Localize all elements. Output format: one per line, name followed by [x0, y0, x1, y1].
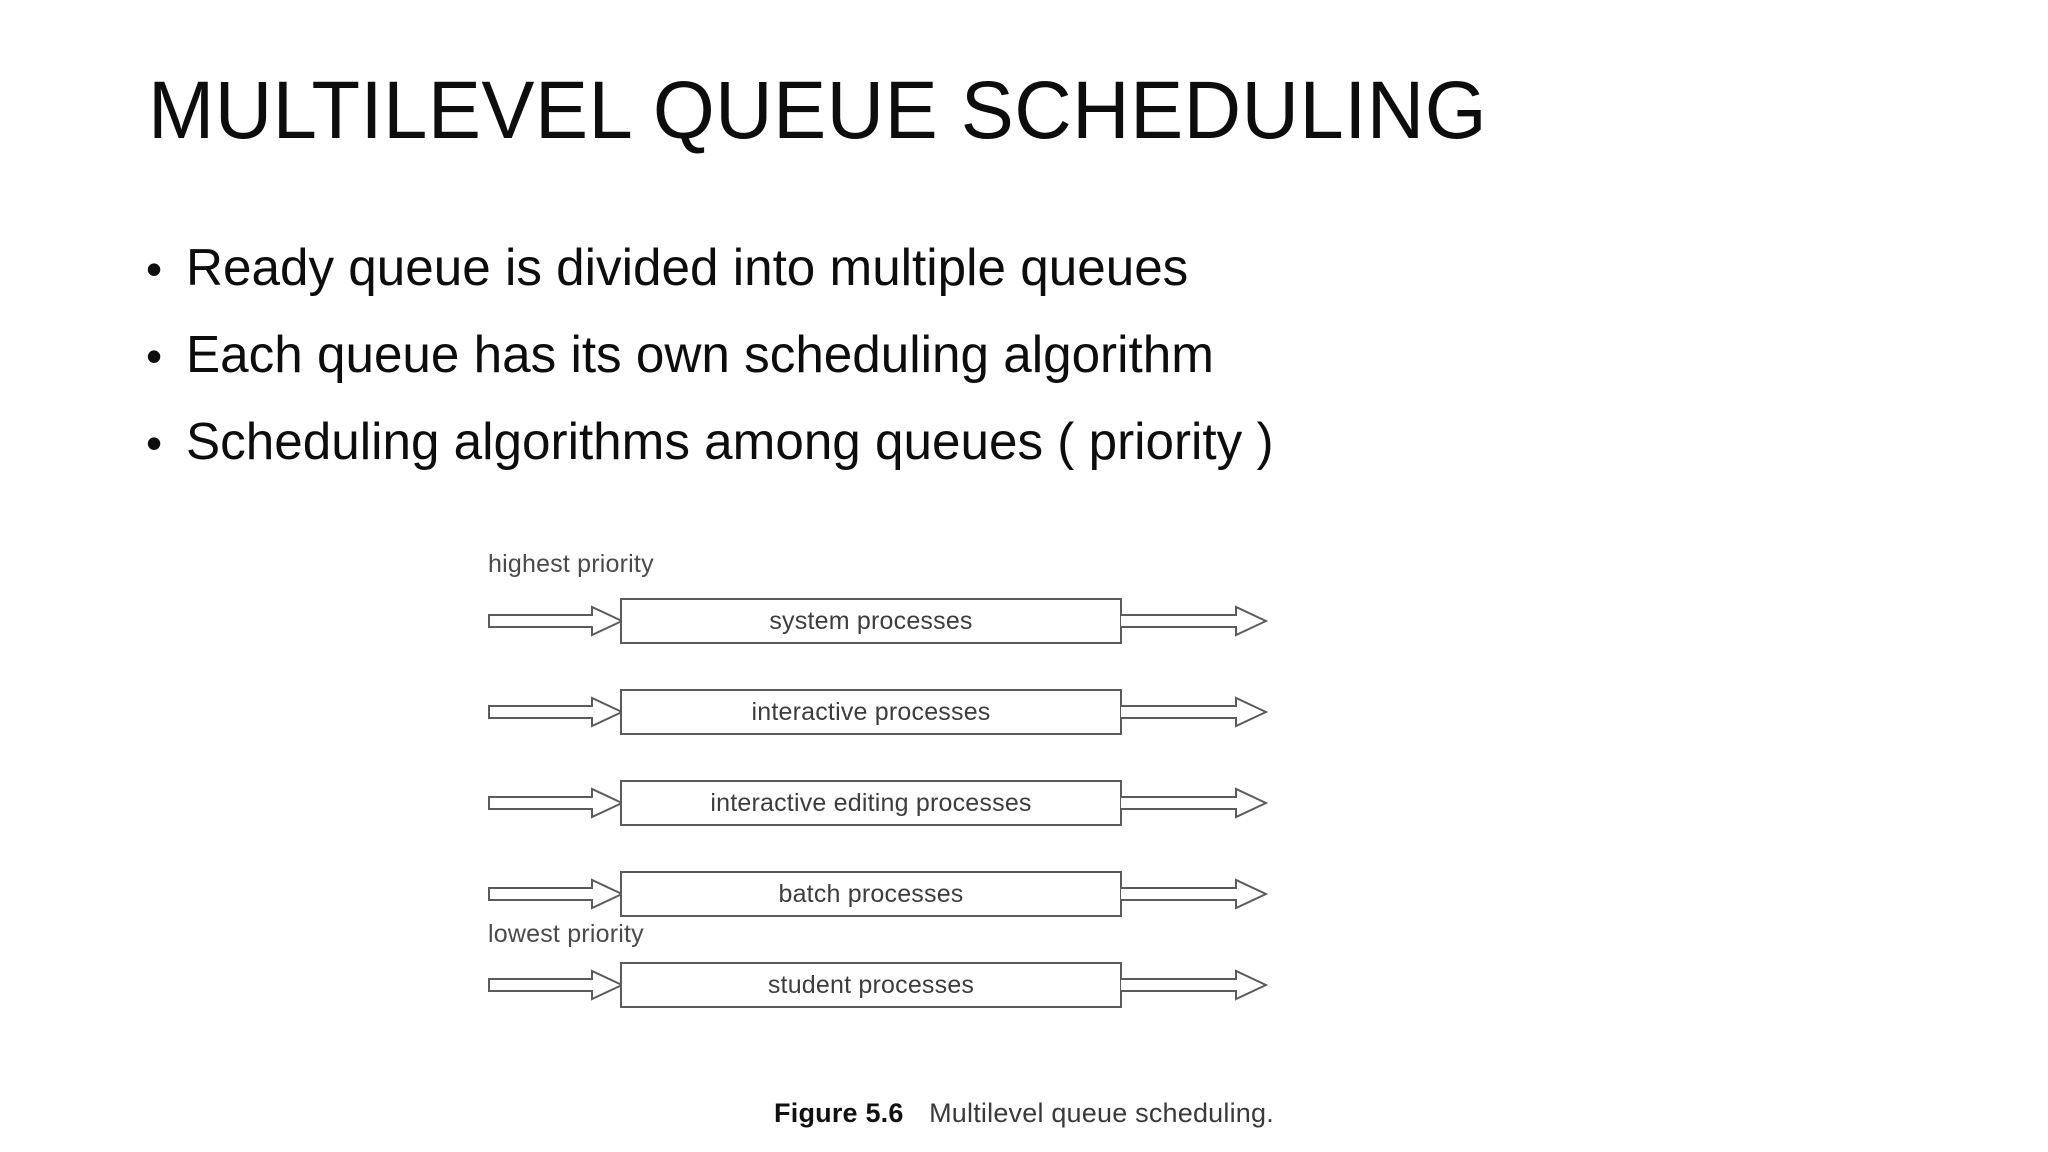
outgoing-arrow-icon	[1120, 604, 1268, 638]
highest-priority-label: highest priority	[488, 550, 654, 578]
lowest-priority-label: lowest priority	[488, 920, 644, 948]
incoming-arrow-icon	[488, 786, 624, 820]
incoming-arrow-icon	[488, 877, 624, 911]
queue-box-label: interactive editing processes	[710, 788, 1032, 817]
bullet-marker-icon: •	[146, 330, 163, 382]
queue-box-label: student processes	[767, 970, 975, 999]
queue-box: student processes	[620, 962, 1122, 1008]
bullet-marker-icon: •	[146, 243, 163, 295]
queue-row: batch processes	[486, 871, 1276, 921]
bullet-text: Scheduling algorithms among queues ( pri…	[186, 413, 1274, 471]
queue-row: student processes	[486, 962, 1276, 1012]
queue-rows: system processes interactive processes	[0, 528, 2048, 1088]
bullet-list: • Ready queue is divided into multiple q…	[146, 242, 1846, 503]
incoming-arrow-icon	[488, 695, 624, 729]
outgoing-arrow-icon	[1120, 786, 1268, 820]
queue-box: batch processes	[620, 871, 1122, 917]
list-item: • Ready queue is divided into multiple q…	[146, 242, 1846, 294]
queue-row: interactive editing processes	[486, 780, 1276, 830]
queue-box: system processes	[620, 598, 1122, 644]
list-item: • Scheduling algorithms among queues ( p…	[146, 416, 1846, 468]
outgoing-arrow-icon	[1120, 877, 1268, 911]
page-title: MULTILEVEL QUEUE SCHEDULING	[148, 65, 1488, 156]
multilevel-queue-figure: highest priority system processes	[0, 528, 2048, 1152]
incoming-arrow-icon	[488, 968, 624, 1002]
queue-box: interactive processes	[620, 689, 1122, 735]
queue-box-label: batch processes	[778, 879, 964, 908]
incoming-arrow-icon	[488, 604, 624, 638]
figure-caption: Figure 5.6 Multilevel queue scheduling.	[0, 1098, 2048, 1129]
queue-box-label: system processes	[769, 606, 973, 635]
figure-caption-label: Figure 5.6	[774, 1098, 904, 1128]
queue-box: interactive editing processes	[620, 780, 1122, 826]
figure-caption-text: Multilevel queue scheduling.	[929, 1098, 1274, 1128]
outgoing-arrow-icon	[1120, 695, 1268, 729]
list-item: • Each queue has its own scheduling algo…	[146, 329, 1846, 381]
queue-row: interactive processes	[486, 689, 1276, 739]
bullet-text: Each queue has its own scheduling algori…	[186, 326, 1214, 384]
outgoing-arrow-icon	[1120, 968, 1268, 1002]
queue-row: system processes	[486, 598, 1276, 648]
bullet-text: Ready queue is divided into multiple que…	[186, 239, 1189, 297]
queue-box-label: interactive processes	[751, 697, 991, 726]
bullet-marker-icon: •	[146, 417, 163, 469]
